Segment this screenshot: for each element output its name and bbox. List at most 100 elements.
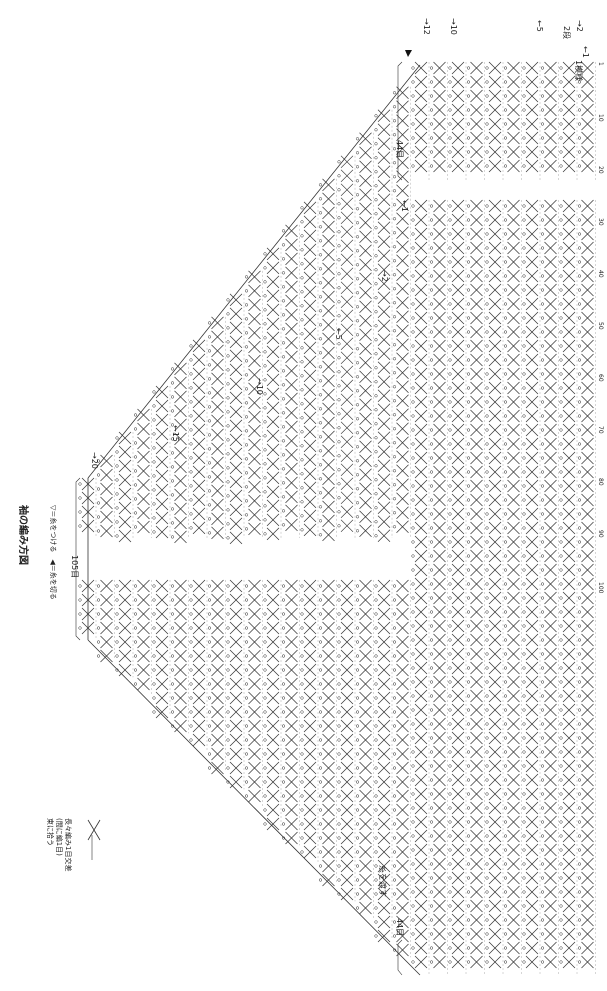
chain-stitch [411, 66, 415, 70]
chain-stitch [485, 122, 489, 126]
cross-stitch [562, 759, 576, 773]
cross-stitch [451, 549, 465, 563]
cross-stitch [285, 350, 298, 364]
chain-stitch [281, 598, 286, 602]
cross-stitch [414, 493, 428, 507]
cross-stitch [100, 621, 113, 635]
cross-stitch [266, 247, 280, 261]
cross-stitch [359, 579, 372, 593]
cross-stitch [248, 270, 261, 284]
cross-stitch [303, 677, 317, 691]
cross-stitch [229, 461, 243, 475]
cross-stitch [488, 717, 502, 731]
cross-stitch [507, 885, 520, 899]
chain-stitch [263, 322, 267, 326]
cross-stitch [340, 519, 354, 533]
cross-stitch [507, 103, 520, 117]
chain-stitch [392, 273, 397, 277]
chain-stitch [411, 414, 415, 418]
cross-stitch [359, 845, 372, 859]
chain-stitch [374, 436, 378, 440]
cross-stitch [414, 521, 428, 535]
chain-stitch [503, 932, 508, 936]
chain-stitch [503, 680, 508, 684]
cross-stitch [562, 815, 576, 829]
chain-stitch [392, 822, 397, 826]
cross-stitch [359, 468, 372, 482]
cross-stitch [174, 376, 187, 390]
cross-stitch [285, 649, 298, 663]
chain-stitch [374, 268, 378, 272]
chain-stitch [466, 806, 471, 810]
cross-stitch [322, 234, 335, 248]
cross-stitch [266, 429, 280, 443]
cross-stitch [581, 199, 594, 213]
cross-stitch [470, 927, 483, 941]
chain-stitch [429, 918, 434, 922]
chain-stitch [448, 862, 452, 866]
cross-stitch [248, 466, 261, 480]
cross-stitch [581, 689, 594, 703]
chain-stitch [577, 750, 582, 754]
chain-stitch [355, 151, 360, 155]
cross-stitch [488, 689, 502, 703]
chain-stitch [448, 484, 452, 488]
cross-stitch [562, 451, 576, 465]
chain-stitch [503, 372, 508, 376]
chain-stitch [429, 610, 434, 614]
cross-stitch [451, 89, 465, 103]
chain-stitch [503, 344, 508, 348]
cross-stitch [396, 422, 409, 436]
cross-stitch [303, 775, 317, 789]
chain-stitch [263, 598, 267, 602]
cross-stitch [581, 535, 594, 549]
chain-stitch [522, 400, 526, 404]
cross-stitch [581, 297, 594, 311]
cross-stitch [377, 775, 391, 789]
chain-stitch [540, 358, 545, 362]
chain-stitch [411, 442, 415, 446]
cross-stitch [581, 731, 594, 745]
chain-stitch [392, 413, 397, 417]
chain-stitch [577, 108, 582, 112]
cross-stitch [488, 773, 502, 787]
cross-stitch [229, 405, 243, 419]
chain-stitch [577, 246, 582, 250]
cross-stitch [118, 431, 132, 445]
chain-stitch [503, 652, 508, 656]
cross-stitch [266, 607, 280, 621]
cross-stitch [507, 577, 520, 591]
chain-stitch [448, 820, 452, 824]
cross-stitch [192, 521, 206, 535]
cross-stitch [562, 717, 576, 731]
cross-stitch [266, 527, 280, 541]
chain-stitch [448, 122, 452, 126]
cross-stitch [396, 831, 409, 845]
cross-stitch [229, 377, 243, 391]
chain-stitch [355, 375, 360, 379]
chain-stitch [448, 414, 452, 418]
chain-stitch [540, 150, 545, 154]
symbol-note-line2: (間に編1目) [55, 818, 63, 856]
chain-stitch [189, 372, 193, 376]
chain-stitch [522, 666, 526, 670]
chain-stitch [540, 820, 545, 824]
chain-stitch [392, 483, 397, 487]
cross-stitch [562, 871, 576, 885]
cross-stitch [137, 593, 150, 607]
cross-stitch [192, 381, 206, 395]
chain-stitch [411, 834, 415, 838]
cross-stitch [414, 913, 428, 927]
chain-stitch [263, 336, 267, 340]
cross-stitch [414, 213, 428, 227]
symbol-note-line3: 束に拾う [46, 818, 54, 846]
cross-stitch [340, 323, 354, 337]
cross-stitch [340, 803, 354, 817]
chain-stitch [522, 610, 526, 614]
chain-stitch [411, 150, 415, 154]
cross-stitch [581, 843, 594, 857]
chain-stitch [170, 423, 175, 427]
cross-stitch [451, 605, 465, 619]
chain-stitch [300, 332, 304, 336]
cross-stitch [488, 885, 502, 899]
